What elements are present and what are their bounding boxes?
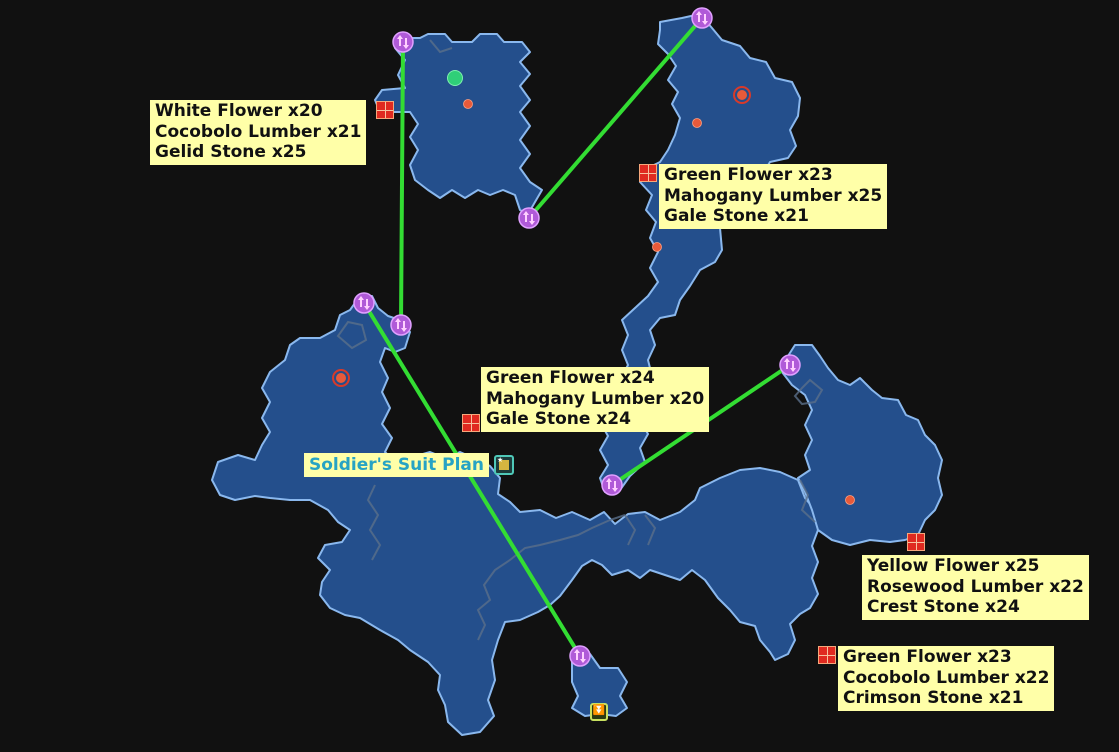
chest-item: Mahogany Lumber x25 [664,185,883,206]
hex-edge-4 [793,378,824,406]
chest-item: Gelid Stone x25 [155,142,307,162]
chest-item: Gale Stone x24 [486,409,631,429]
treasure-chest-icon[interactable] [376,101,394,119]
chest-item: Yellow Flower x25 [867,556,1040,576]
treasure-chest-icon[interactable] [639,164,657,182]
warp-point-icon [518,207,540,229]
warp-point-icon [569,645,591,667]
chest-item: Mahogany Lumber x20 [486,388,705,409]
warp-point-icon [392,31,414,53]
hex-edge-8 [644,514,657,546]
chest-label-northwest: White Flower x20 Cocobolo Lumber x21 Gel… [150,100,367,165]
enemy-dot-icon [845,495,855,505]
enemy-dot-icon [692,118,702,128]
warp-point-icon [390,314,412,336]
route-line [527,16,704,220]
boss-marker-icon [332,369,350,387]
chest-label-southeast: Green Flower x23 Cocobolo Lumber x22 Cri… [838,646,1055,711]
enemy-dot-icon [652,242,662,252]
chest-label-east: Yellow Flower x25 Rosewood Lumber x22 Cr… [862,555,1089,620]
hex-edge-7 [624,514,637,546]
hex-edge-3 [799,479,816,523]
chest-item: Rosewood Lumber x22 [867,576,1084,597]
island-southwest [211,295,819,736]
chest-item: Cocobolo Lumber x21 [155,121,362,142]
hex-edge-6 [429,39,453,54]
warp-points [353,7,801,667]
markers [332,70,855,505]
chest-item: Green Flower x23 [843,647,1012,667]
route-line [399,40,405,327]
party-position-icon [447,70,463,86]
warp-point-icon [779,354,801,376]
warp-point-icon [691,7,713,29]
chest-item: White Flower x20 [155,101,323,121]
route-line [362,301,582,658]
boss-marker-icon [733,86,751,104]
exit-stairs-icon[interactable]: ⏬ [590,703,608,721]
chest-label-northeast: Green Flower x23 Mahogany Lumber x25 Gal… [659,164,888,229]
island-east [781,344,943,546]
treasure-chest-icon[interactable] [462,414,480,432]
chest-item: Green Flower x24 [486,368,655,388]
warp-point-icon [353,292,375,314]
chest-item: Cocobolo Lumber x22 [843,667,1050,688]
chest-item: Crest Stone x24 [867,597,1020,617]
island-south-islet [571,653,628,717]
hex-edge-5 [336,320,368,350]
plan-label: Soldier's Suit Plan [304,453,489,477]
chest-label-center: Green Flower x24 Mahogany Lumber x20 Gal… [481,367,710,432]
treasure-chest-icon[interactable] [907,533,925,551]
chest-item: Gale Stone x21 [664,206,809,226]
warp-point-icon [601,474,623,496]
chest-item: Green Flower x23 [664,165,833,185]
treasure-chest-icon[interactable] [818,646,836,664]
plan-chest-icon[interactable]: ★ [494,455,514,475]
enemy-dot-icon [463,99,473,109]
chest-item: Crimson Stone x21 [843,688,1024,708]
hex-edge-1 [366,484,382,561]
